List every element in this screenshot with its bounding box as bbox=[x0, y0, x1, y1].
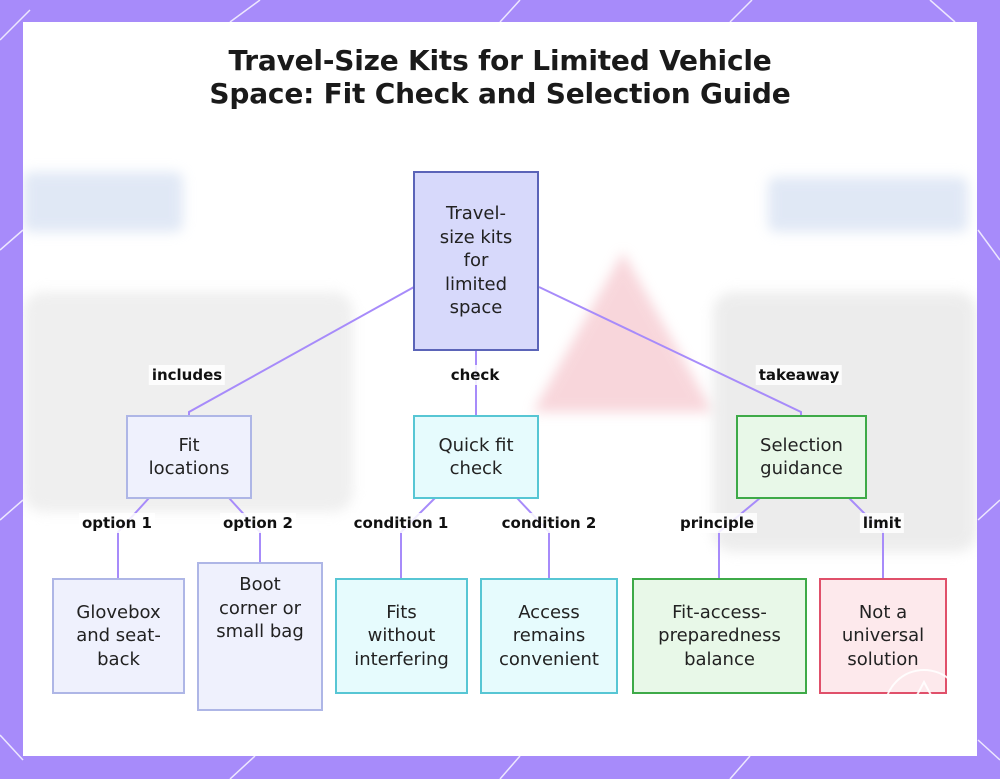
edge-label-takeaway: takeaway bbox=[755, 365, 843, 385]
root-line: for bbox=[463, 250, 489, 272]
edge-label-limit: limit bbox=[859, 513, 905, 533]
node-line: corner or bbox=[218, 597, 301, 619]
root-line: size kits bbox=[439, 226, 513, 248]
background-kit-image bbox=[23, 172, 183, 232]
node-line: Not a bbox=[858, 601, 908, 623]
edge-root-guidance bbox=[538, 286, 802, 416]
node-line: back bbox=[97, 648, 140, 670]
access-convenient-node: Access remains convenient bbox=[480, 578, 618, 694]
edge-guidance-limit bbox=[848, 497, 884, 579]
node-line: convenient bbox=[499, 648, 599, 670]
diagram-title: Travel-Size Kits for Limited Vehicle Spa… bbox=[0, 44, 1000, 110]
node-line: Fits bbox=[386, 601, 417, 623]
selection-guidance-node: Selection guidance bbox=[736, 415, 867, 499]
node-line: Fit-access- bbox=[672, 601, 767, 623]
fit-locations-node: Fit locations bbox=[126, 415, 252, 499]
node-line: preparedness bbox=[658, 625, 781, 647]
edge-label-check: check bbox=[447, 365, 503, 385]
title-line-2: Space: Fit Check and Selection Guide bbox=[209, 77, 791, 110]
node-line: and seat- bbox=[76, 625, 161, 647]
node-line: Glovebox bbox=[76, 601, 161, 623]
node-line: without bbox=[367, 625, 436, 647]
node-line: guidance bbox=[760, 458, 843, 479]
edge-label-condition-1: condition 1 bbox=[350, 513, 452, 533]
background-car-image bbox=[768, 177, 968, 232]
node-line: solution bbox=[847, 648, 919, 670]
edge-label-principle: principle bbox=[676, 513, 758, 533]
node-line: check bbox=[449, 458, 503, 479]
node-line: Fit bbox=[178, 434, 200, 456]
root-line: Travel- bbox=[445, 203, 506, 225]
edge-label-includes: includes bbox=[148, 365, 226, 385]
edge-root-locations bbox=[188, 286, 415, 416]
edge-label-condition-2: condition 2 bbox=[498, 513, 600, 533]
edge-locations-option1 bbox=[117, 497, 150, 579]
root-node: Travel- size kits for limited space bbox=[413, 171, 539, 351]
edge-check-condition2 bbox=[516, 497, 550, 579]
node-line: universal bbox=[841, 625, 925, 647]
edge-label-option-1: option 1 bbox=[79, 513, 155, 533]
title-line-1: Travel-Size Kits for Limited Vehicle bbox=[228, 44, 772, 77]
node-line: Boot bbox=[239, 574, 281, 595]
node-line: interfering bbox=[354, 648, 449, 670]
boot-corner-node: Boot corner or small bag bbox=[197, 562, 323, 711]
not-universal-node: Not a universal solution bbox=[819, 578, 947, 694]
edge-check-condition1 bbox=[400, 497, 436, 579]
root-line: space bbox=[449, 297, 503, 319]
fits-without-interfering-node: Fits without interfering bbox=[335, 578, 468, 694]
node-line: remains bbox=[512, 625, 586, 647]
node-line: Quick fit bbox=[438, 434, 514, 456]
quick-fit-check-node: Quick fit check bbox=[413, 415, 539, 499]
root-line: limited bbox=[444, 273, 508, 295]
node-line: small bag bbox=[216, 621, 304, 642]
watermark-badge-icon bbox=[884, 669, 964, 749]
node-line: Access bbox=[518, 601, 580, 623]
edge-label-option-2: option 2 bbox=[220, 513, 296, 533]
background-warning-triangle bbox=[533, 252, 713, 412]
edge-guidance-principle bbox=[718, 497, 761, 579]
node-line: balance bbox=[684, 648, 755, 670]
node-line: locations bbox=[148, 458, 230, 479]
glovebox-node: Glovebox and seat- back bbox=[52, 578, 185, 694]
fit-access-balance-node: Fit-access- preparedness balance bbox=[632, 578, 807, 694]
node-line: Selection bbox=[760, 434, 843, 456]
